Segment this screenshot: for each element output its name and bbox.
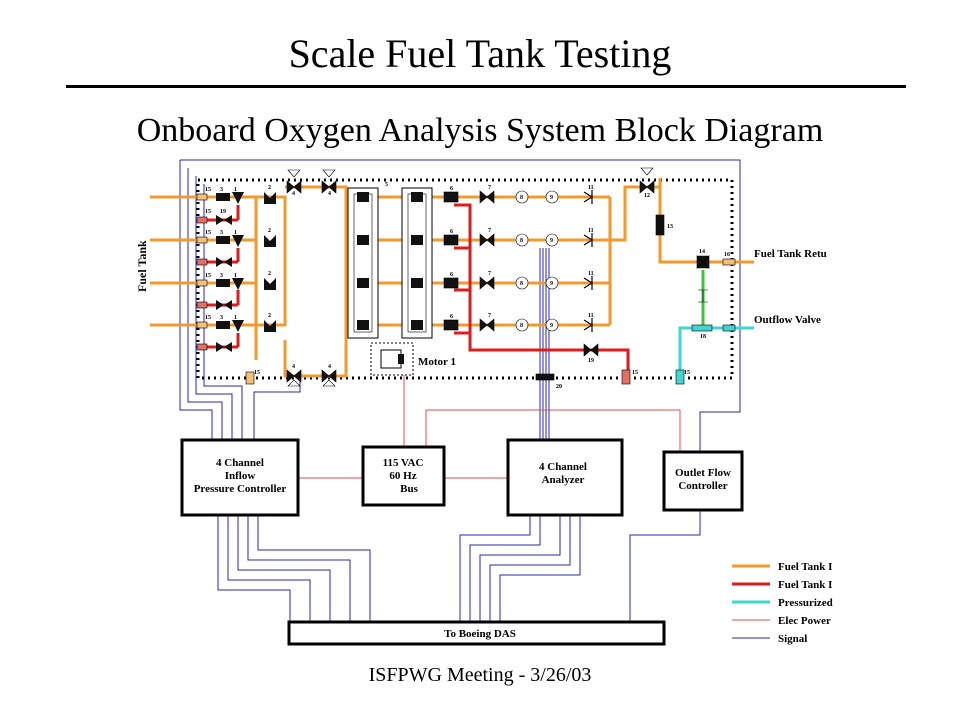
- svg-text:15: 15: [205, 315, 211, 321]
- title-divider: [66, 85, 906, 88]
- svg-text:4: 4: [328, 364, 331, 370]
- fuel-tank-label: Fuel Tank: [135, 240, 149, 292]
- svg-text:8: 8: [520, 238, 523, 244]
- analyzer-block: 4 Channel Analyzer: [506, 438, 624, 517]
- svg-text:9: 9: [550, 323, 553, 329]
- svg-text:1: 1: [234, 315, 237, 321]
- svg-text:4 Channel: 4 Channel: [539, 461, 587, 473]
- motor-1: [370, 342, 414, 376]
- svg-text:4 Channel: 4 Channel: [216, 457, 264, 469]
- svg-text:8: 8: [520, 323, 523, 329]
- svg-text:To Boeing DAS: To Boeing DAS: [444, 628, 516, 640]
- svg-text:115 VAC: 115 VAC: [383, 457, 424, 469]
- svg-text:1: 1: [234, 230, 237, 236]
- svg-text:7: 7: [488, 228, 491, 234]
- svg-text:8: 8: [520, 281, 523, 287]
- slide-subtitle: Onboard Oxygen Analysis System Block Dia…: [136, 112, 824, 149]
- svg-text:Analyzer: Analyzer: [542, 474, 585, 486]
- test-module-left: [347, 187, 379, 339]
- svg-text:11: 11: [588, 185, 594, 191]
- test-module-right: [401, 187, 433, 339]
- svg-text:3: 3: [220, 273, 223, 279]
- svg-text:7: 7: [488, 185, 491, 191]
- svg-text:19: 19: [588, 358, 594, 364]
- svg-text:14: 14: [699, 249, 705, 255]
- svg-text:60 Hz: 60 Hz: [389, 470, 416, 482]
- svg-text:6: 6: [450, 229, 453, 235]
- elec-power-lines: [298, 374, 681, 479]
- svg-text:8: 8: [520, 195, 523, 201]
- legend-label: Pressurized: [778, 597, 833, 609]
- svg-text:19: 19: [220, 209, 226, 215]
- svg-text:4: 4: [292, 191, 295, 197]
- inlet-valve-bank: [196, 192, 276, 352]
- svg-text:7: 7: [488, 271, 491, 277]
- pressurized-lines: [678, 270, 754, 380]
- slide-footer: ISFPWG Meeting - 3/26/03: [368, 664, 592, 686]
- svg-text:Pressure Controller: Pressure Controller: [194, 483, 287, 495]
- svg-text:4: 4: [292, 364, 295, 370]
- svg-text:20: 20: [556, 384, 562, 390]
- svg-text:2: 2: [268, 228, 271, 234]
- motor-label: Motor 1: [418, 356, 456, 368]
- component-number-labels: 15 3 1 2 15 19 15 3 1 2 15 3 1 2 15 3 1 …: [205, 182, 730, 390]
- svg-text:9: 9: [550, 281, 553, 287]
- signal-lines: [179, 159, 741, 622]
- svg-text:15: 15: [254, 370, 260, 376]
- svg-text:5: 5: [385, 182, 388, 188]
- svg-text:9: 9: [550, 195, 553, 201]
- legend-label: Elec Power: [778, 615, 831, 627]
- svg-text:15: 15: [205, 273, 211, 279]
- legend-label: Fuel Tank I: [778, 561, 832, 573]
- svg-text:15: 15: [205, 209, 211, 215]
- svg-text:Controller: Controller: [678, 480, 727, 492]
- svg-text:12: 12: [644, 193, 650, 199]
- outflow-valve-label: Outflow Valve: [754, 314, 821, 326]
- legend: Fuel Tank I Fuel Tank I Pressurized Elec…: [732, 561, 833, 645]
- svg-text:15: 15: [205, 230, 211, 236]
- svg-text:7: 7: [488, 313, 491, 319]
- legend-label: Signal: [778, 633, 807, 645]
- svg-text:6: 6: [450, 314, 453, 320]
- boeing-das-block: To Boeing DAS: [287, 620, 666, 646]
- svg-text:3: 3: [220, 315, 223, 321]
- outlet-flow-controller-block: Outlet Flow Controller: [662, 450, 744, 512]
- test-enclosure: [196, 178, 734, 380]
- svg-text:3: 3: [220, 187, 223, 193]
- svg-text:1: 1: [234, 187, 237, 193]
- svg-text:2: 2: [268, 313, 271, 319]
- svg-text:15: 15: [632, 370, 638, 376]
- svg-text:1: 1: [234, 273, 237, 279]
- svg-text:11: 11: [588, 313, 594, 319]
- svg-text:6: 6: [450, 186, 453, 192]
- svg-text:9: 9: [550, 238, 553, 244]
- svg-text:18: 18: [700, 334, 706, 340]
- svg-text:11: 11: [588, 228, 594, 234]
- legend-label: Fuel Tank I: [778, 579, 832, 591]
- svg-text:11: 11: [588, 271, 594, 277]
- svg-text:13: 13: [667, 224, 673, 230]
- manifold-valves: [245, 167, 655, 387]
- svg-text:Outlet Flow: Outlet Flow: [675, 467, 731, 479]
- inflow-pressure-controller-block: 4 Channel Inflow Pressure Controller: [180, 438, 300, 517]
- svg-text:Inflow: Inflow: [225, 470, 256, 482]
- svg-text:2: 2: [268, 271, 271, 277]
- svg-text:6: 6: [450, 272, 453, 278]
- svg-text:3: 3: [220, 230, 223, 236]
- svg-text:2: 2: [268, 185, 271, 191]
- slide-title: Scale Fuel Tank Testing: [288, 31, 672, 76]
- power-bus-block: 115 VAC 60 Hz Bus: [361, 445, 446, 507]
- fuel-tank-return-label: Fuel Tank Retu: [754, 248, 827, 260]
- svg-text:15: 15: [205, 187, 211, 193]
- svg-text:Bus: Bus: [400, 483, 418, 495]
- outlet-components: [443, 190, 736, 385]
- svg-text:16: 16: [724, 252, 730, 258]
- svg-text:4: 4: [328, 191, 331, 197]
- svg-text:15: 15: [684, 370, 690, 376]
